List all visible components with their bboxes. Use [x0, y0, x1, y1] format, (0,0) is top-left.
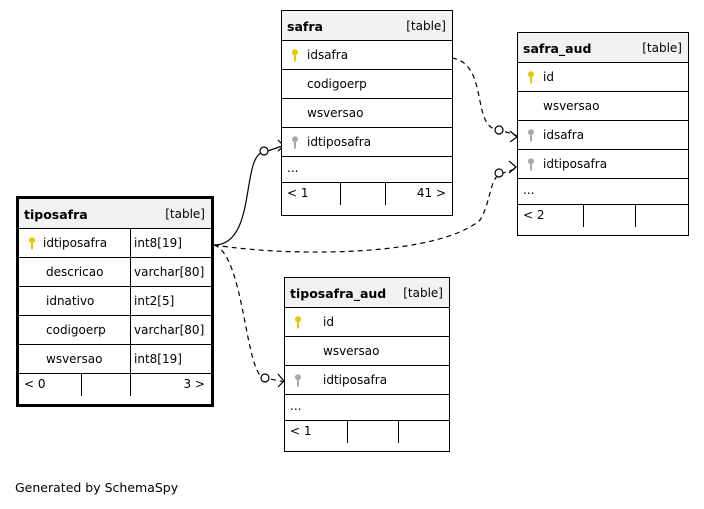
column-row: codigoerp varchar[80]: [19, 316, 211, 345]
column-name: codigoerp: [307, 77, 367, 91]
column-row: idsafra: [518, 121, 688, 150]
column-name: wsversao: [543, 99, 600, 113]
table-safra-aud[interactable]: safra_aud [table] id wsversao idsafra id…: [517, 32, 689, 236]
table-type: [table]: [642, 41, 682, 55]
column-row: wsversao: [282, 99, 452, 128]
generator-credit: Generated by SchemaSpy: [15, 480, 179, 495]
column-name: wsversao: [307, 106, 364, 120]
primary-key-icon: [29, 237, 35, 250]
column-row: wsversao: [518, 92, 688, 121]
column-row: codigoerp: [282, 70, 452, 99]
foreign-key-icon: [292, 136, 298, 149]
parent-count: < 0: [24, 377, 46, 391]
column-row: idtiposafra: [282, 128, 452, 157]
table-header: tiposafra [table]: [19, 199, 211, 229]
link-safraaud-tiposafra: [213, 167, 519, 253]
link-safraaud-tiposafra-end: [494, 168, 504, 178]
more-columns-row: ...: [518, 179, 688, 205]
primary-key-icon: [292, 49, 298, 62]
column-name: wsversao: [323, 344, 380, 358]
table-header: safra_aud [table]: [518, 33, 688, 63]
column-row: id: [518, 63, 688, 92]
parent-count: < 2: [523, 208, 545, 222]
parent-count: < 1: [290, 424, 312, 438]
child-count: 3 >: [183, 377, 205, 391]
column-row: id: [285, 308, 449, 337]
more-columns-row: ...: [285, 395, 449, 421]
ellipsis: ...: [290, 399, 302, 413]
table-type: [table]: [165, 207, 205, 221]
table-type: [table]: [403, 286, 443, 300]
column-name: codigoerp: [46, 323, 106, 337]
more-columns-row: ...: [282, 157, 452, 183]
column-name: descricao: [46, 265, 104, 279]
column-name: wsversao: [46, 352, 103, 366]
table-footer: < 0 3 >: [19, 374, 211, 396]
primary-key-icon: [295, 316, 301, 329]
column-name: id: [323, 315, 334, 329]
column-row: idnativo int2[5]: [19, 287, 211, 316]
table-footer: < 1: [285, 421, 449, 443]
table-name: tiposafra_aud: [290, 286, 387, 301]
link-tiposafraaud-tiposafra: [213, 244, 286, 383]
column-row: descricao varchar[80]: [19, 258, 211, 287]
column-type: int8[19]: [134, 352, 182, 366]
link-safra-tiposafra-end: [259, 146, 269, 156]
link-safraaud-safra-end: [494, 125, 504, 135]
column-type: varchar[80]: [134, 265, 205, 279]
child-count: 41 >: [416, 186, 446, 200]
table-safra[interactable]: safra [table] idsafra codigoerp wsversao…: [281, 10, 453, 216]
link-tiposafraaud-tiposafra-end: [260, 373, 270, 383]
ellipsis: ...: [523, 183, 535, 197]
foreign-key-icon: [528, 158, 534, 171]
column-name: id: [543, 70, 554, 84]
column-row: idtiposafra: [518, 150, 688, 179]
column-name: idtiposafra: [43, 236, 108, 250]
table-tiposafra-aud[interactable]: tiposafra_aud [table] id wsversao idtipo…: [284, 277, 450, 452]
column-type: varchar[80]: [134, 323, 205, 337]
column-name: idnativo: [46, 294, 95, 308]
primary-key-icon: [528, 71, 534, 84]
table-header: safra [table]: [282, 11, 452, 41]
column-name: idsafra: [543, 128, 585, 142]
table-header: tiposafra_aud [table]: [285, 278, 449, 308]
table-name: safra: [287, 19, 323, 34]
foreign-key-icon: [528, 129, 534, 142]
table-footer: < 2: [518, 205, 688, 227]
table-footer: < 1 41 >: [282, 183, 452, 205]
column-name: idtiposafra: [307, 135, 372, 149]
column-name: idsafra: [307, 48, 349, 62]
column-row: idtiposafra int8[19]: [19, 229, 211, 258]
column-row: idtiposafra: [285, 366, 449, 395]
column-row: wsversao int8[19]: [19, 345, 211, 374]
column-type: int8[19]: [134, 236, 182, 250]
link-safra-tiposafra: [213, 144, 286, 246]
column-row: wsversao: [285, 337, 449, 366]
table-name: safra_aud: [523, 41, 592, 56]
parent-count: < 1: [287, 186, 309, 200]
table-type: [table]: [406, 19, 446, 33]
column-row: idsafra: [282, 41, 452, 70]
table-tiposafra[interactable]: tiposafra [table] idtiposafra int8[19] d…: [16, 196, 214, 407]
column-name: idtiposafra: [543, 157, 608, 171]
table-name: tiposafra: [24, 207, 88, 222]
ellipsis: ...: [287, 161, 299, 175]
column-name: idtiposafra: [323, 373, 388, 387]
column-type: int2[5]: [134, 294, 175, 308]
link-safraaud-safra: [451, 57, 519, 137]
foreign-key-icon: [295, 374, 301, 387]
